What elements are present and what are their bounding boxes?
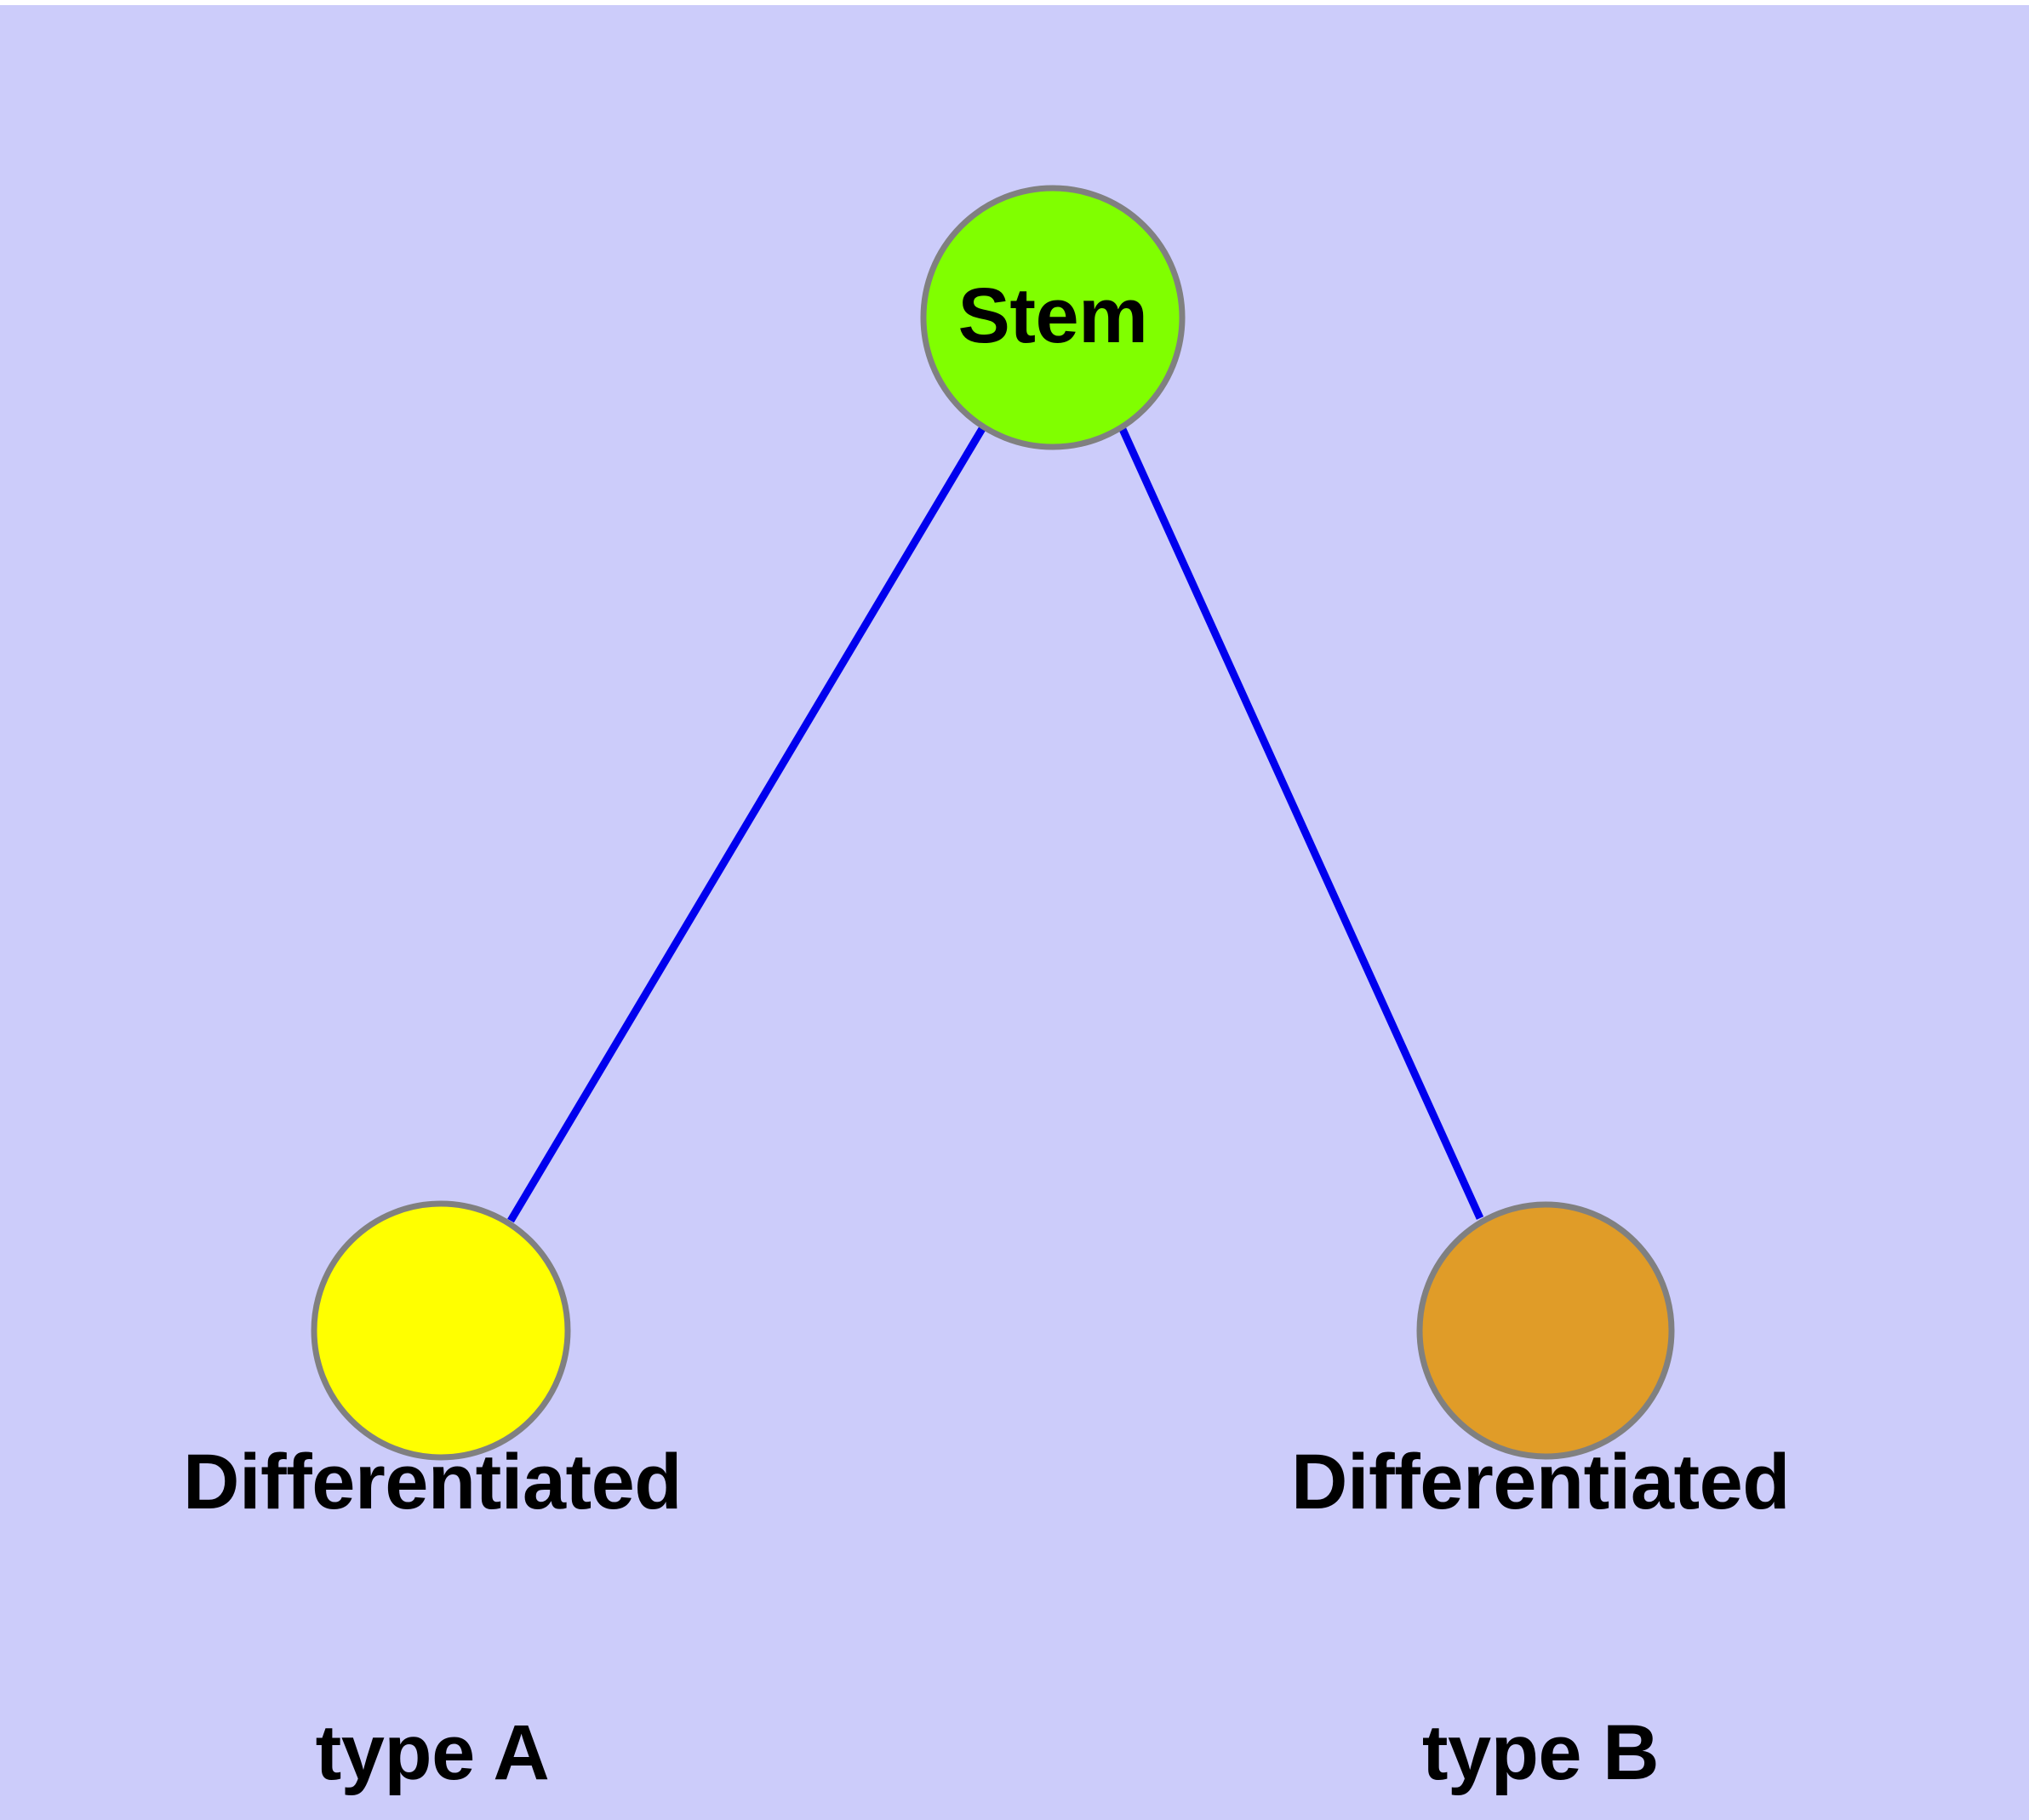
node-stem[interactable] [920,185,1186,450]
edge-stem-to-type-a[interactable] [507,425,986,1223]
edge-stem-to-type-b[interactable] [1117,426,1484,1220]
node-differentiated-type-a[interactable] [311,1200,571,1461]
node-layer [311,185,1675,1461]
edge-layer [507,425,1484,1223]
node-differentiated-type-b[interactable] [1416,1201,1675,1460]
